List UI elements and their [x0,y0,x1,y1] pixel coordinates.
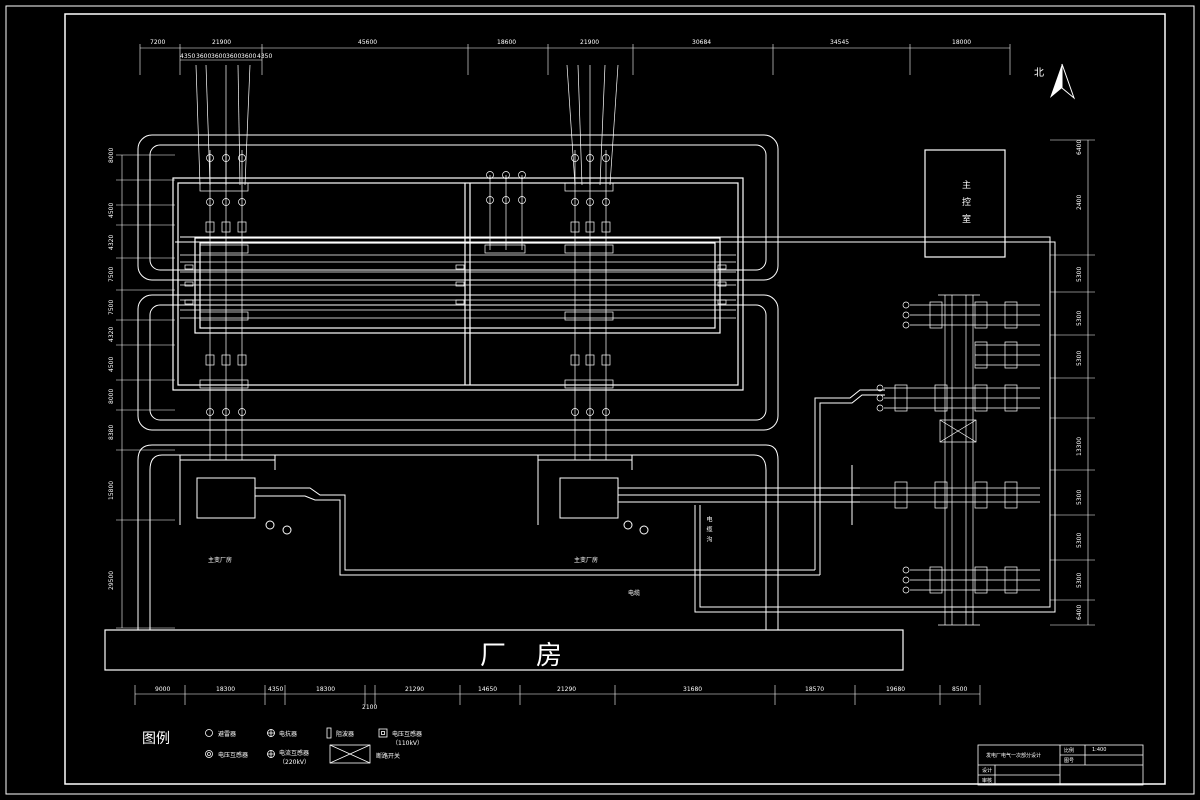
top-dim-7: 34545 [830,39,850,46]
cable-label: 电缆 [628,590,641,597]
top-dim-4: 18600 [497,39,517,46]
title-block-drawing-no: 图号 [1064,758,1075,764]
right-dim-9: 5300 [1076,572,1083,588]
control-room [924,149,1006,258]
main-transformer-left [179,455,820,576]
yard-110kv-bays [860,301,1040,594]
transformer-label-right: 主变厂房 [574,557,599,564]
bottom-dim-8: 31680 [683,686,703,693]
bottom-dimension-line [134,685,981,705]
north-arrow-icon [1050,63,1076,100]
legend-item-6: 电流互感器（220kV） [279,750,311,766]
busbars [180,254,736,319]
bottom-dim-11: 8500 [952,686,968,693]
left-dim-6: 4320 [108,326,115,342]
outer-frame [5,5,1195,795]
legend-item-2: 电抗器 [279,731,298,738]
right-dim-3: 5300 [1076,266,1083,282]
title-block-design: 设计 [982,768,993,774]
road-outline [137,134,779,630]
top-dim-2: 21900 [212,39,232,46]
top-sub-dim-5: 3600 [241,53,257,60]
legend-item-3: 阻波器 [336,731,355,738]
top-sub-dim-1: 4350 [180,53,196,60]
bottom-dim-4: 18300 [316,686,336,693]
top-dim-1: 7200 [150,39,166,46]
legend-item-7: 断路开关 [376,753,401,760]
factory-label: 厂房 [480,641,593,671]
legend-symbols [205,727,388,764]
incoming-lines-right [566,64,619,186]
left-dim-5: 7500 [108,299,115,315]
right-dim-7: 5300 [1076,489,1083,505]
bottom-dim-1: 9000 [155,686,171,693]
control-room-label: 主控室 [960,180,970,231]
top-dim-6: 30684 [692,39,712,46]
yard-110kv [938,294,980,626]
left-dim-10: 15800 [108,480,115,500]
switchyard-frame [172,177,744,391]
legend-item-5: 电压互感器 [218,752,249,759]
right-dim-8: 5300 [1076,532,1083,548]
right-dim-5: 5300 [1076,350,1083,366]
left-dim-4: 7500 [108,266,115,282]
right-dim-10: 6400 [1076,604,1083,620]
title-block-review: 审核 [982,778,993,784]
left-dim-9: 8380 [108,424,115,440]
left-dim-7: 4500 [108,356,115,372]
legend-item-1: 避雷器 [218,731,237,738]
north-label: 北 [1034,68,1044,79]
bottom-dim-2: 18300 [216,686,236,693]
main-transformer-right [537,455,860,535]
top-dim-3: 45600 [358,39,378,46]
left-dim-1: 8000 [108,147,115,163]
right-dim-4: 5300 [1076,310,1083,326]
right-dim-2: 2400 [1076,194,1083,210]
left-dim-11: 29500 [108,570,115,590]
top-dimension-line [139,44,1011,75]
bottom-dim-5: 21290 [405,686,425,693]
cable-trench-label: 电缆沟 [705,516,712,546]
bottom-sub-dim: 2100 [362,704,378,711]
top-sub-dim-3: 3600 [211,53,227,60]
left-dimension-line [116,154,175,629]
inner-frame [64,13,1166,785]
top-dim-8: 18000 [952,39,972,46]
right-dim-1: 6400 [1076,139,1083,155]
top-sub-dim-2: 3600 [196,53,212,60]
left-dim-3: 4320 [108,234,115,250]
bottom-dim-9: 18570 [805,686,825,693]
cable-routes [175,236,1056,613]
right-dimension-line [1050,139,1095,626]
top-dim-5: 21900 [580,39,600,46]
left-dim-2: 4500 [108,202,115,218]
bottom-dim-3: 4350 [268,686,284,693]
bay-equipment [184,150,727,460]
top-sub-dim-4: 3600 [226,53,242,60]
title-block-frame [977,744,1144,786]
bottom-dim-7: 21290 [557,686,577,693]
bottom-dim-10: 19680 [886,686,906,693]
factory-building [104,629,904,671]
title-block-scale-label: 比例 [1064,748,1075,754]
title-block-scale-value: 1:400 [1092,747,1107,753]
bottom-dim-6: 14650 [478,686,498,693]
title-block-name: 发电厂电气一次部分设计 [986,753,1042,759]
top-sub-dim-6: 4350 [257,53,273,60]
right-dim-6: 13300 [1076,436,1083,456]
legend-item-4: 电压互感器（110kV） [392,731,424,747]
transformer-label-left: 主变厂房 [208,557,233,564]
left-dim-8: 8000 [108,388,115,404]
legend-title: 图例 [142,731,170,747]
